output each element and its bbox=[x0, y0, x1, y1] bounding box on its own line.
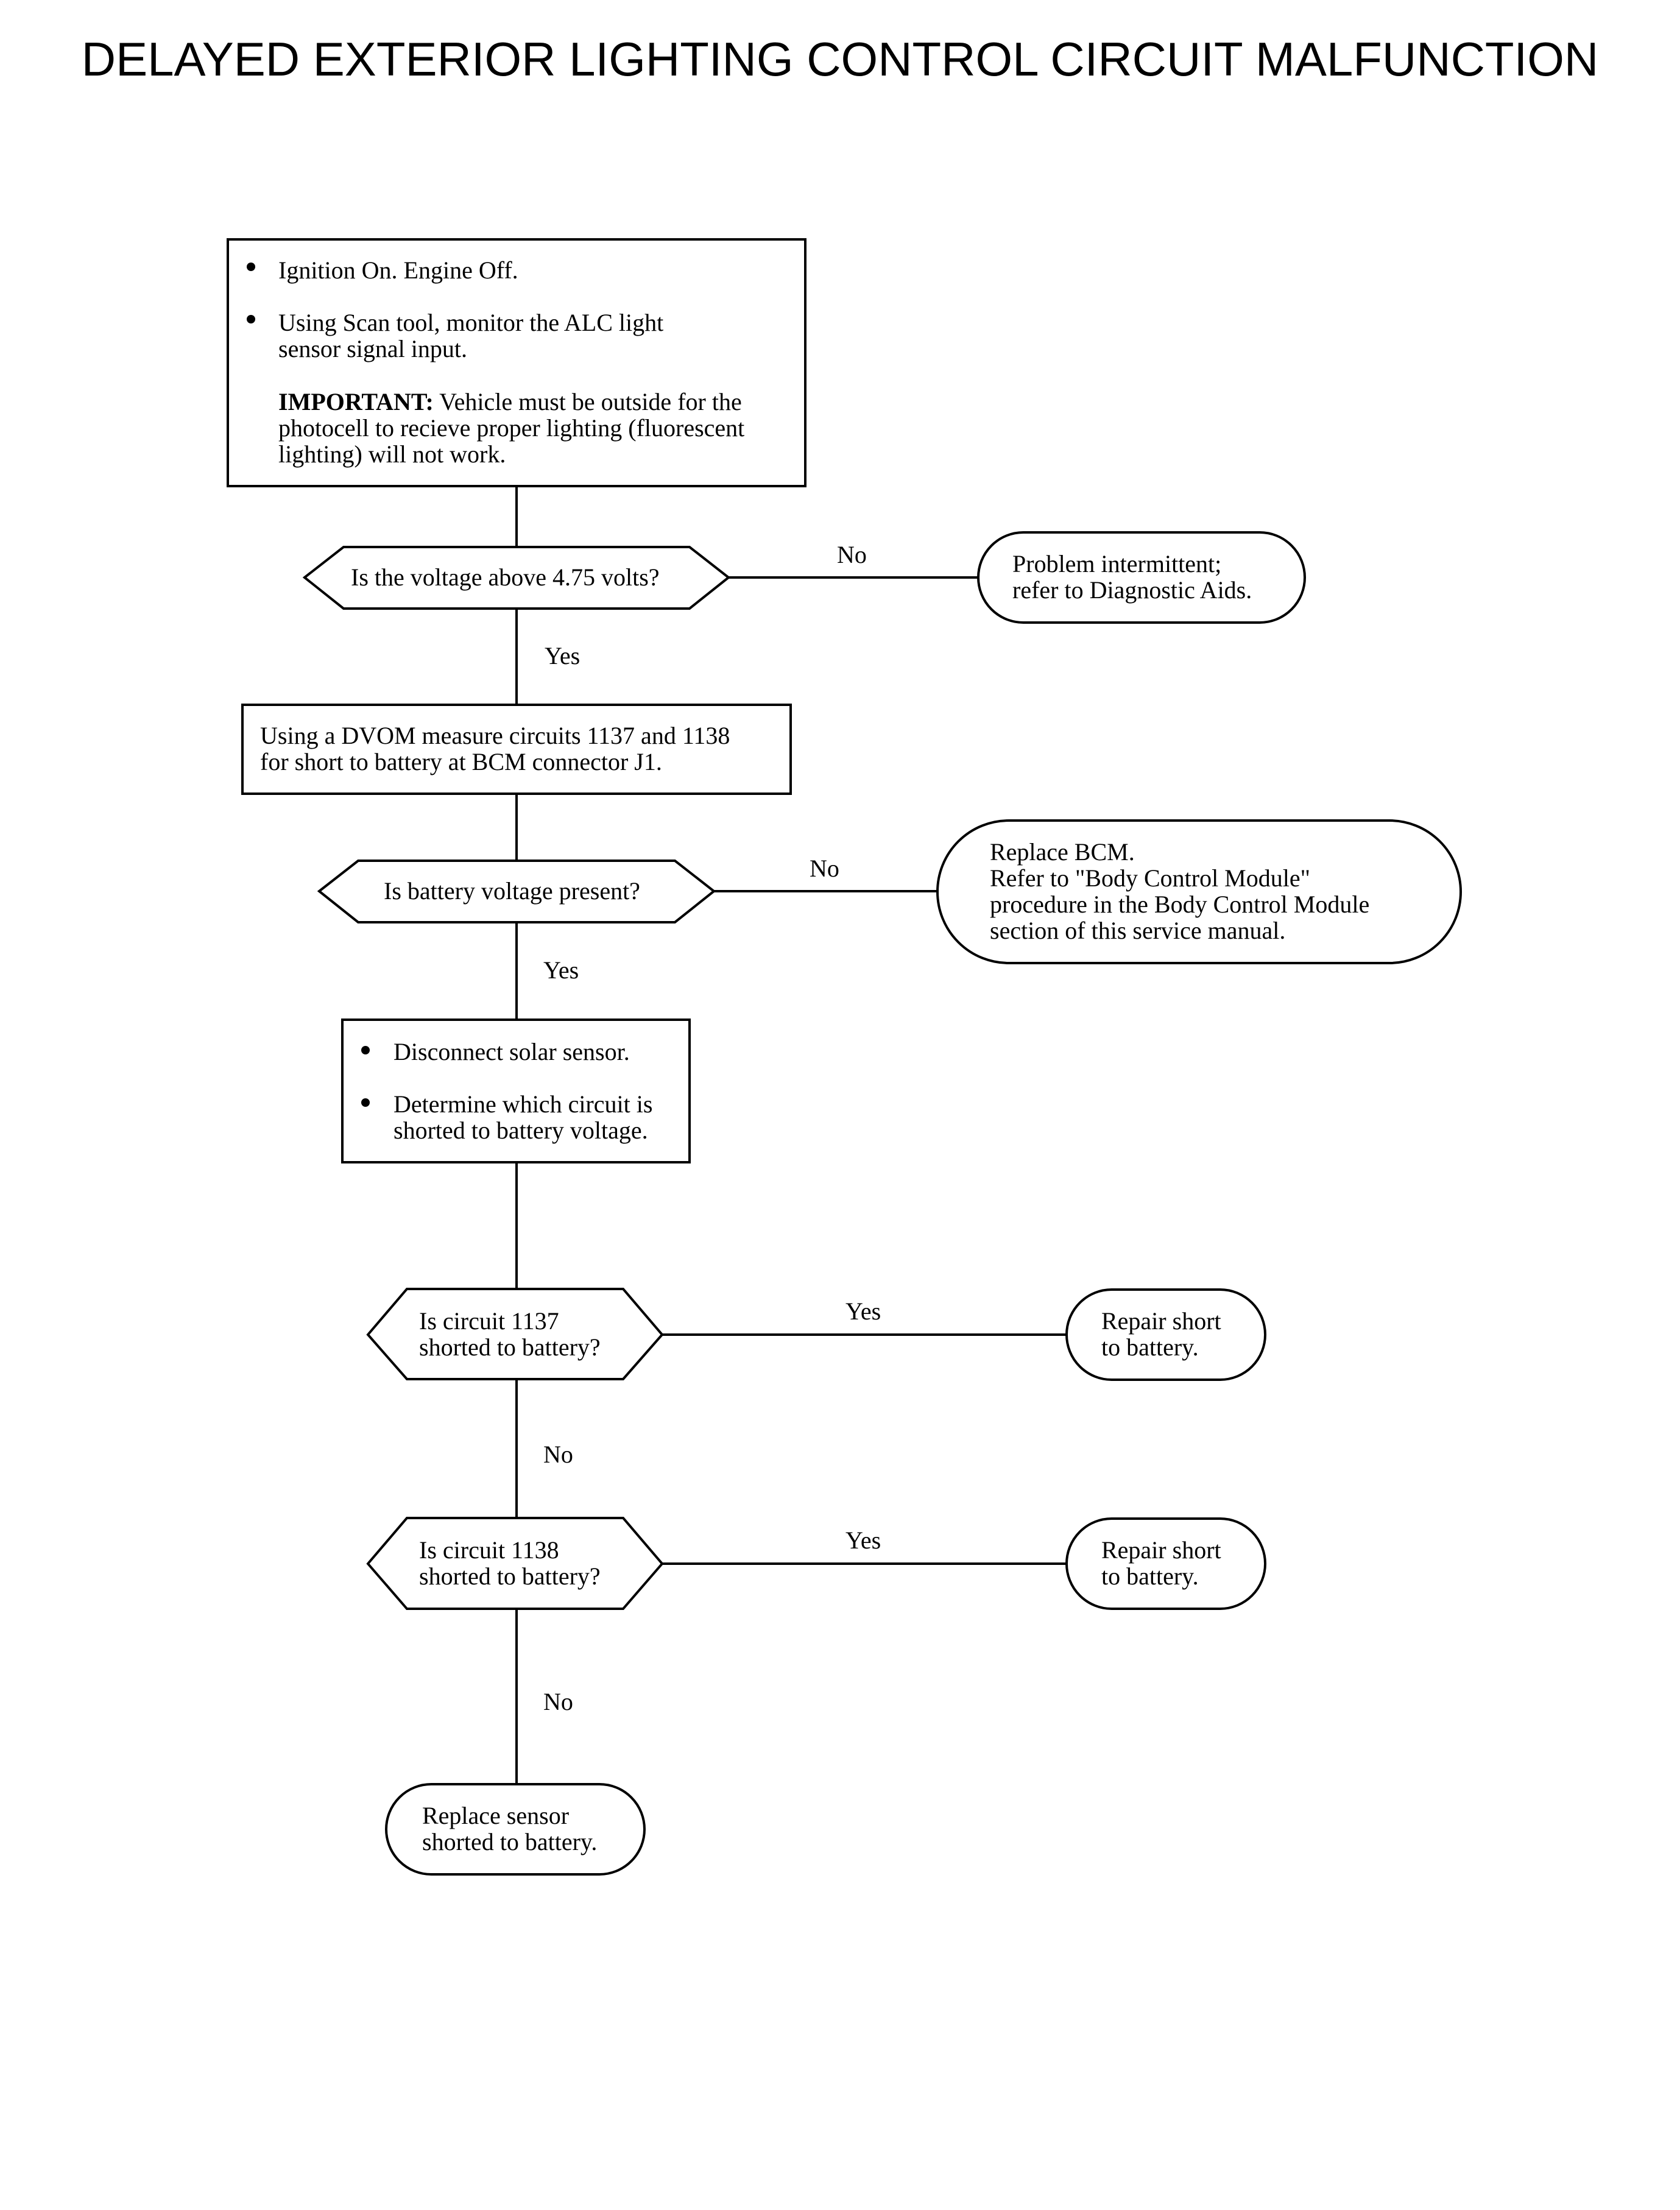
important-text: Vehicle must be outside for the bbox=[433, 388, 742, 415]
result3-line1: Repair short bbox=[1101, 1307, 1221, 1335]
step2-box bbox=[241, 704, 792, 795]
bullet-icon bbox=[361, 1046, 370, 1054]
decision2-yes-label: Yes bbox=[543, 956, 579, 984]
result5-line2: shorted to battery. bbox=[422, 1828, 598, 1855]
decision3-line2: shorted to battery? bbox=[419, 1333, 601, 1361]
step3-box bbox=[341, 1019, 691, 1163]
decision3-yes-label: Yes bbox=[845, 1297, 881, 1325]
step1-important-line1: IMPORTANT: Vehicle must be outside for t… bbox=[278, 389, 742, 415]
result5-line1: Replace sensor bbox=[422, 1802, 570, 1829]
result1-line2: refer to Diagnostic Aids. bbox=[1012, 576, 1252, 604]
step2-line2: for short to battery at BCM connector J1… bbox=[260, 748, 662, 775]
decision3-no-label: No bbox=[543, 1441, 573, 1468]
result1-terminal bbox=[977, 531, 1306, 624]
page-title: DELAYED EXTERIOR LIGHTING CONTROL CIRCUI… bbox=[81, 32, 1599, 86]
decision4-no-label: No bbox=[543, 1688, 573, 1715]
result3-terminal bbox=[1065, 1288, 1266, 1381]
step3-bullet-determine-cont: shorted to battery voltage. bbox=[394, 1117, 648, 1144]
decision1-text: Is the voltage above 4.75 volts? bbox=[351, 563, 660, 591]
result3-line2: to battery. bbox=[1101, 1333, 1199, 1361]
step1-bullet-scan-tool: Using Scan tool, monitor the ALC light bbox=[278, 309, 664, 336]
result4-terminal bbox=[1065, 1517, 1266, 1610]
result2-line3: procedure in the Body Control Module bbox=[990, 891, 1370, 918]
step3-bullet-disconnect: Disconnect solar sensor. bbox=[394, 1038, 630, 1065]
result4-line1: Repair short bbox=[1101, 1536, 1221, 1564]
result2-line4: section of this service manual. bbox=[990, 917, 1286, 944]
decision4-line1: Is circuit 1138 bbox=[419, 1536, 559, 1564]
bullet-icon bbox=[247, 263, 255, 271]
step1-bullet-ignition: Ignition On. Engine Off. bbox=[278, 256, 518, 284]
decision1-shape bbox=[302, 546, 731, 610]
result5-terminal bbox=[385, 1783, 646, 1876]
decision4-line2: shorted to battery? bbox=[419, 1562, 601, 1590]
step3-bullet-determine: Determine which circuit is bbox=[394, 1090, 653, 1118]
result1-line1: Problem intermittent; bbox=[1012, 550, 1222, 577]
decision2-no-label: No bbox=[810, 855, 839, 882]
step1-important-line2: photocell to recieve proper lighting (fl… bbox=[278, 414, 745, 442]
decision4-yes-label: Yes bbox=[845, 1527, 881, 1554]
bullet-icon bbox=[247, 315, 255, 323]
step1-bullet-scan-tool-cont: sensor signal input. bbox=[278, 335, 467, 362]
result2-line1: Replace BCM. bbox=[990, 838, 1135, 866]
decision2-shape bbox=[317, 860, 716, 923]
bullet-icon bbox=[361, 1098, 370, 1107]
result2-line2: Refer to "Body Control Module" bbox=[990, 864, 1310, 892]
step2-line1: Using a DVOM measure circuits 1137 and 1… bbox=[260, 722, 730, 749]
decision1-yes-label: Yes bbox=[545, 642, 581, 669]
result4-line2: to battery. bbox=[1101, 1562, 1199, 1590]
result2-terminal bbox=[936, 819, 1462, 964]
decision3-shape bbox=[366, 1288, 664, 1380]
decision2-text: Is battery voltage present? bbox=[384, 877, 640, 905]
step1-important-line3: lighting) will not work. bbox=[278, 440, 506, 468]
step1-box bbox=[227, 238, 806, 487]
important-label: IMPORTANT: bbox=[278, 388, 434, 415]
decision1-no-label: No bbox=[837, 541, 867, 568]
decision4-shape bbox=[366, 1517, 664, 1610]
decision3-line1: Is circuit 1137 bbox=[419, 1307, 559, 1335]
